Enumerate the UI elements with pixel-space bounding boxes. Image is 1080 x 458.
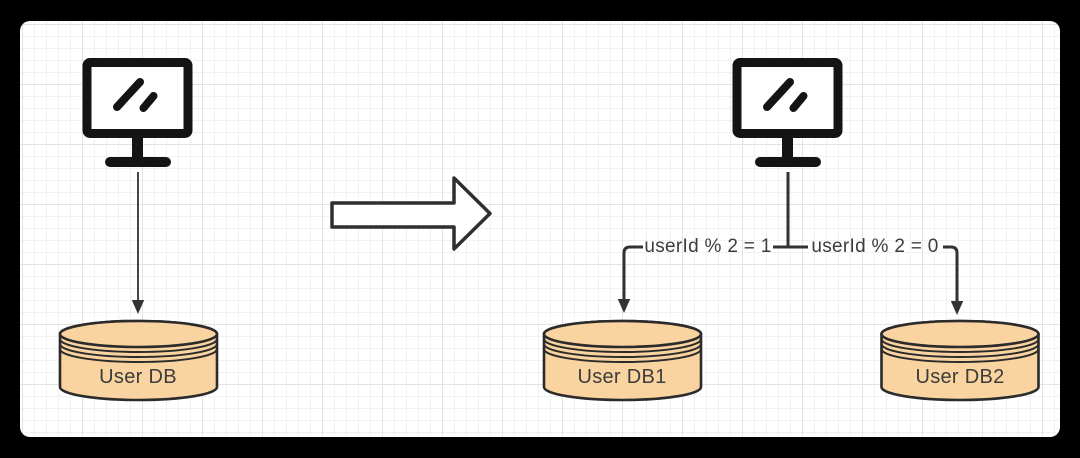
arrowhead-down [617,299,631,313]
shard-condition-2: userId % 2 = 0 [811,236,939,257]
arrowhead-down [950,301,964,315]
db-label-user-db1: User DB1 [577,366,667,388]
monitor-icon [87,63,188,163]
block-arrow-right-icon [330,176,492,251]
monitor-icon [737,63,838,163]
db-label-user-db2: User DB2 [915,366,1005,388]
db-label-user-db: User DB [99,366,177,388]
shard-condition-1: userId % 2 = 1 [644,236,772,257]
shard-connectors [622,172,959,301]
arrow-down-connector [131,172,145,314]
